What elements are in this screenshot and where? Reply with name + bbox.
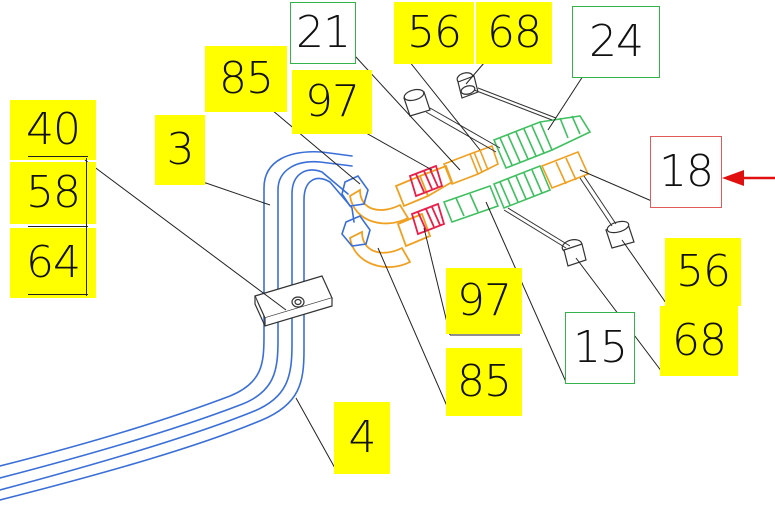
label-stack-bar xyxy=(86,158,87,296)
label-64-divider xyxy=(28,294,88,295)
label-15: 15 xyxy=(565,312,635,384)
fitting-97-lower xyxy=(410,202,446,236)
label-56-top-text: 56 xyxy=(407,7,462,58)
label-3-text: 3 xyxy=(166,124,195,175)
label-68-top: 68 xyxy=(476,2,552,64)
cap-68-top xyxy=(456,72,479,99)
label-85-bottom: 85 xyxy=(446,348,522,416)
arrow-to-18 xyxy=(722,170,775,186)
cap-56-right xyxy=(605,220,635,249)
pipe-3 xyxy=(0,150,353,479)
label-4-text: 4 xyxy=(348,412,377,463)
label-97-top-text: 97 xyxy=(305,76,360,127)
cap-56-top xyxy=(403,88,431,117)
elbow-85-upper xyxy=(349,164,454,225)
label-3: 3 xyxy=(155,115,205,185)
label-4: 4 xyxy=(334,402,390,474)
coupling-24 xyxy=(492,115,592,170)
label-68-top-text: 68 xyxy=(487,7,542,58)
label-40-text: 40 xyxy=(26,104,81,155)
label-85-bottom-text: 85 xyxy=(457,356,512,407)
pipe-clamp xyxy=(254,275,333,327)
label-64-text: 64 xyxy=(26,237,81,288)
fitting-97-upper xyxy=(408,164,444,198)
fitting-15 xyxy=(442,184,500,224)
coupling-18 xyxy=(492,164,552,210)
label-21: 21 xyxy=(290,2,356,64)
label-56-right: 56 xyxy=(665,238,741,306)
label-18: 18 xyxy=(650,136,722,208)
label-68-right: 68 xyxy=(660,306,738,376)
fitting-orange-mid-upper xyxy=(442,144,499,186)
label-40-divider xyxy=(28,156,88,157)
label-56-top: 56 xyxy=(394,2,474,64)
label-85-top: 85 xyxy=(205,46,287,112)
nut-upper-blue xyxy=(341,174,369,207)
cap-68-right xyxy=(561,239,587,267)
label-68-right-text: 68 xyxy=(672,315,727,366)
label-97-bottom-text: 97 xyxy=(457,275,512,326)
label-24: 24 xyxy=(572,6,660,78)
label-15-text: 15 xyxy=(573,322,628,373)
label-18-text: 18 xyxy=(659,146,714,197)
elbow-85-lower xyxy=(349,212,432,268)
label-64: 64 xyxy=(10,228,96,298)
lanyard-wires xyxy=(425,87,617,249)
label-24-text: 24 xyxy=(589,16,644,67)
label-21-text: 21 xyxy=(296,7,351,58)
label-56-right-text: 56 xyxy=(676,246,731,297)
label-85-top-text: 85 xyxy=(219,53,274,104)
label-97-bottom: 97 xyxy=(446,268,522,334)
pipe-4 xyxy=(0,169,355,501)
label-58-divider xyxy=(28,226,88,227)
label-58-text: 58 xyxy=(26,167,81,218)
label-58: 58 xyxy=(10,162,96,224)
label-40: 40 xyxy=(10,100,96,160)
label-97-top: 97 xyxy=(292,70,372,134)
nut-lower-blue xyxy=(341,215,371,247)
